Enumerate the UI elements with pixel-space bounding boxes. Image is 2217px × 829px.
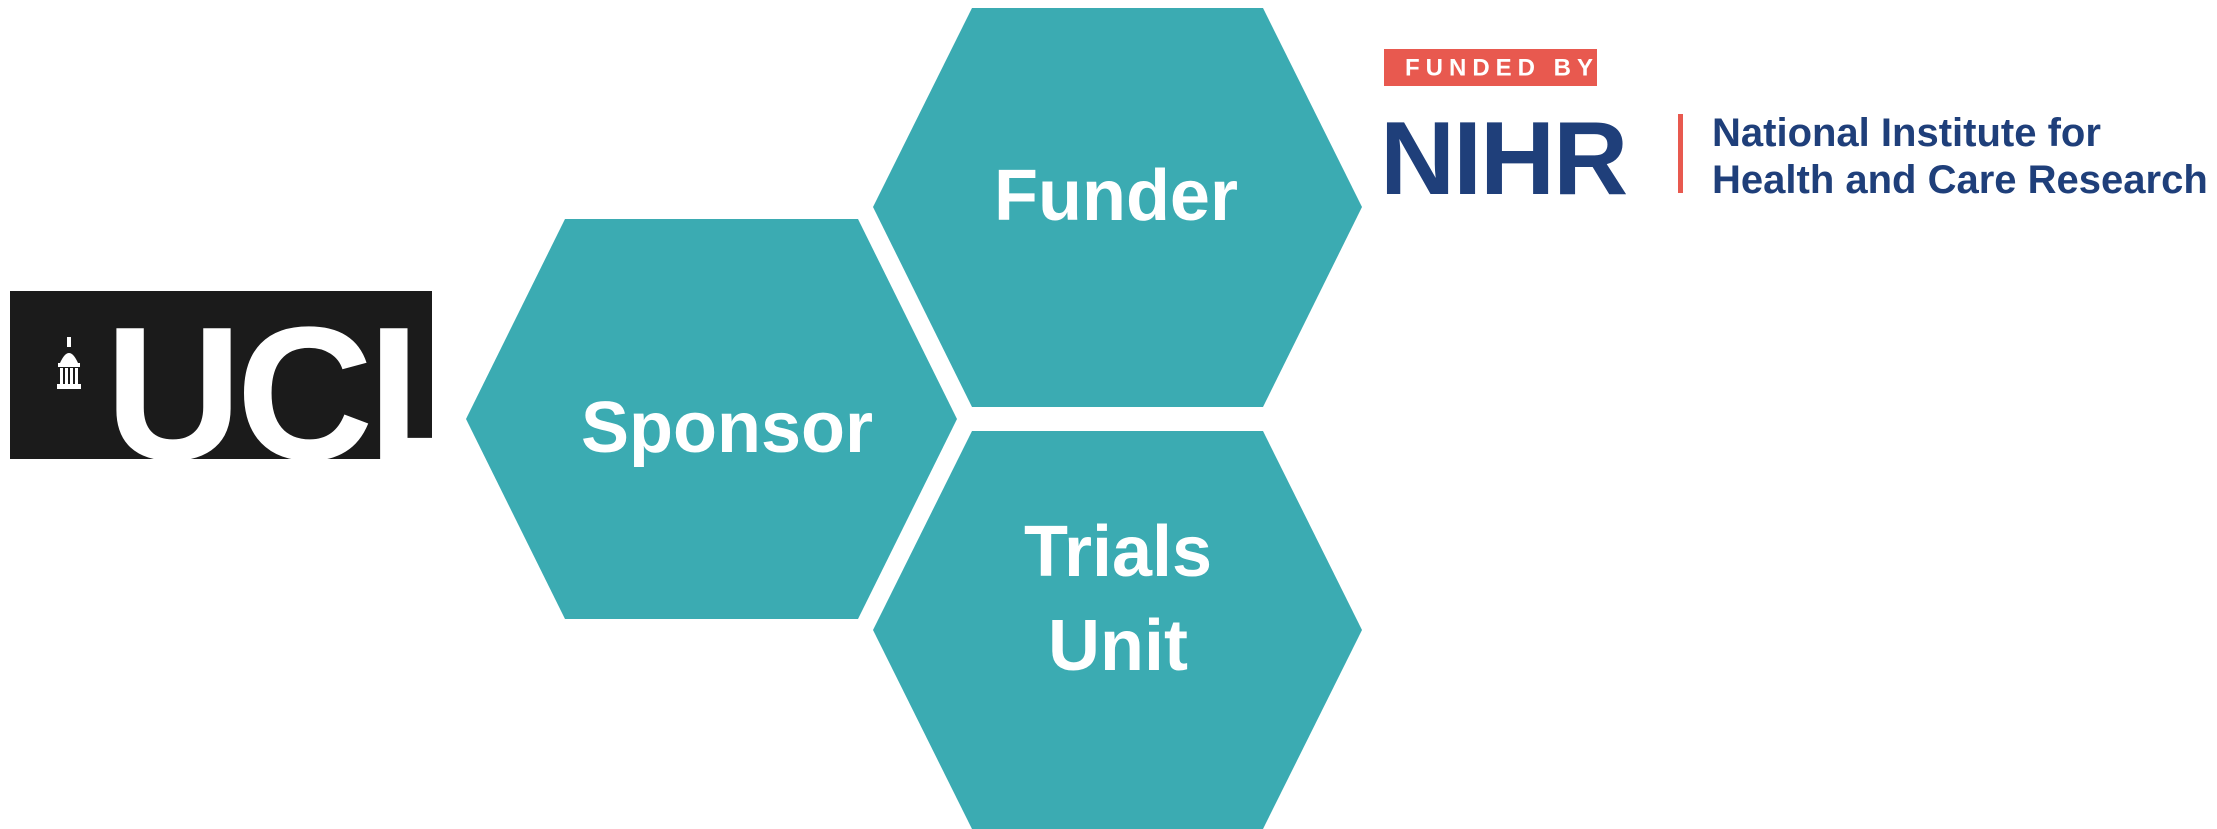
ucl-logo-text: UCL [105,288,478,500]
nihr-divider [1678,114,1683,193]
hex-funder-label: Funder [994,156,1238,236]
hex-sponsor-label: Sponsor [581,388,873,468]
nihr-name-line2: Health and Care Research [1712,158,2208,202]
nihr-acronym: NIHR [1380,101,1626,217]
hex-sponsor: Sponsor [466,219,957,619]
hex-trials-unit-label-line1: Trials [1024,512,1212,592]
ucl-logo-background [10,291,432,459]
funded-by-text: FUNDED BY [1405,54,1599,81]
funded-by-badge [1384,49,1597,86]
hex-trials-unit-label-line2: Unit [1048,606,1188,686]
nihr-logo: FUNDED BY NIHR National Institute for He… [1380,49,2208,217]
hex-trials-unit-shape [873,431,1362,829]
hex-sponsor-shape [466,219,957,619]
portico-dome-icon [57,337,81,389]
ucl-logo: UCL [10,288,484,500]
hex-funder-shape [873,8,1362,407]
nihr-name-line1: National Institute for [1712,111,2101,155]
hex-trials-unit: Trials Unit [873,431,1362,829]
hex-funder: Funder [873,8,1362,407]
